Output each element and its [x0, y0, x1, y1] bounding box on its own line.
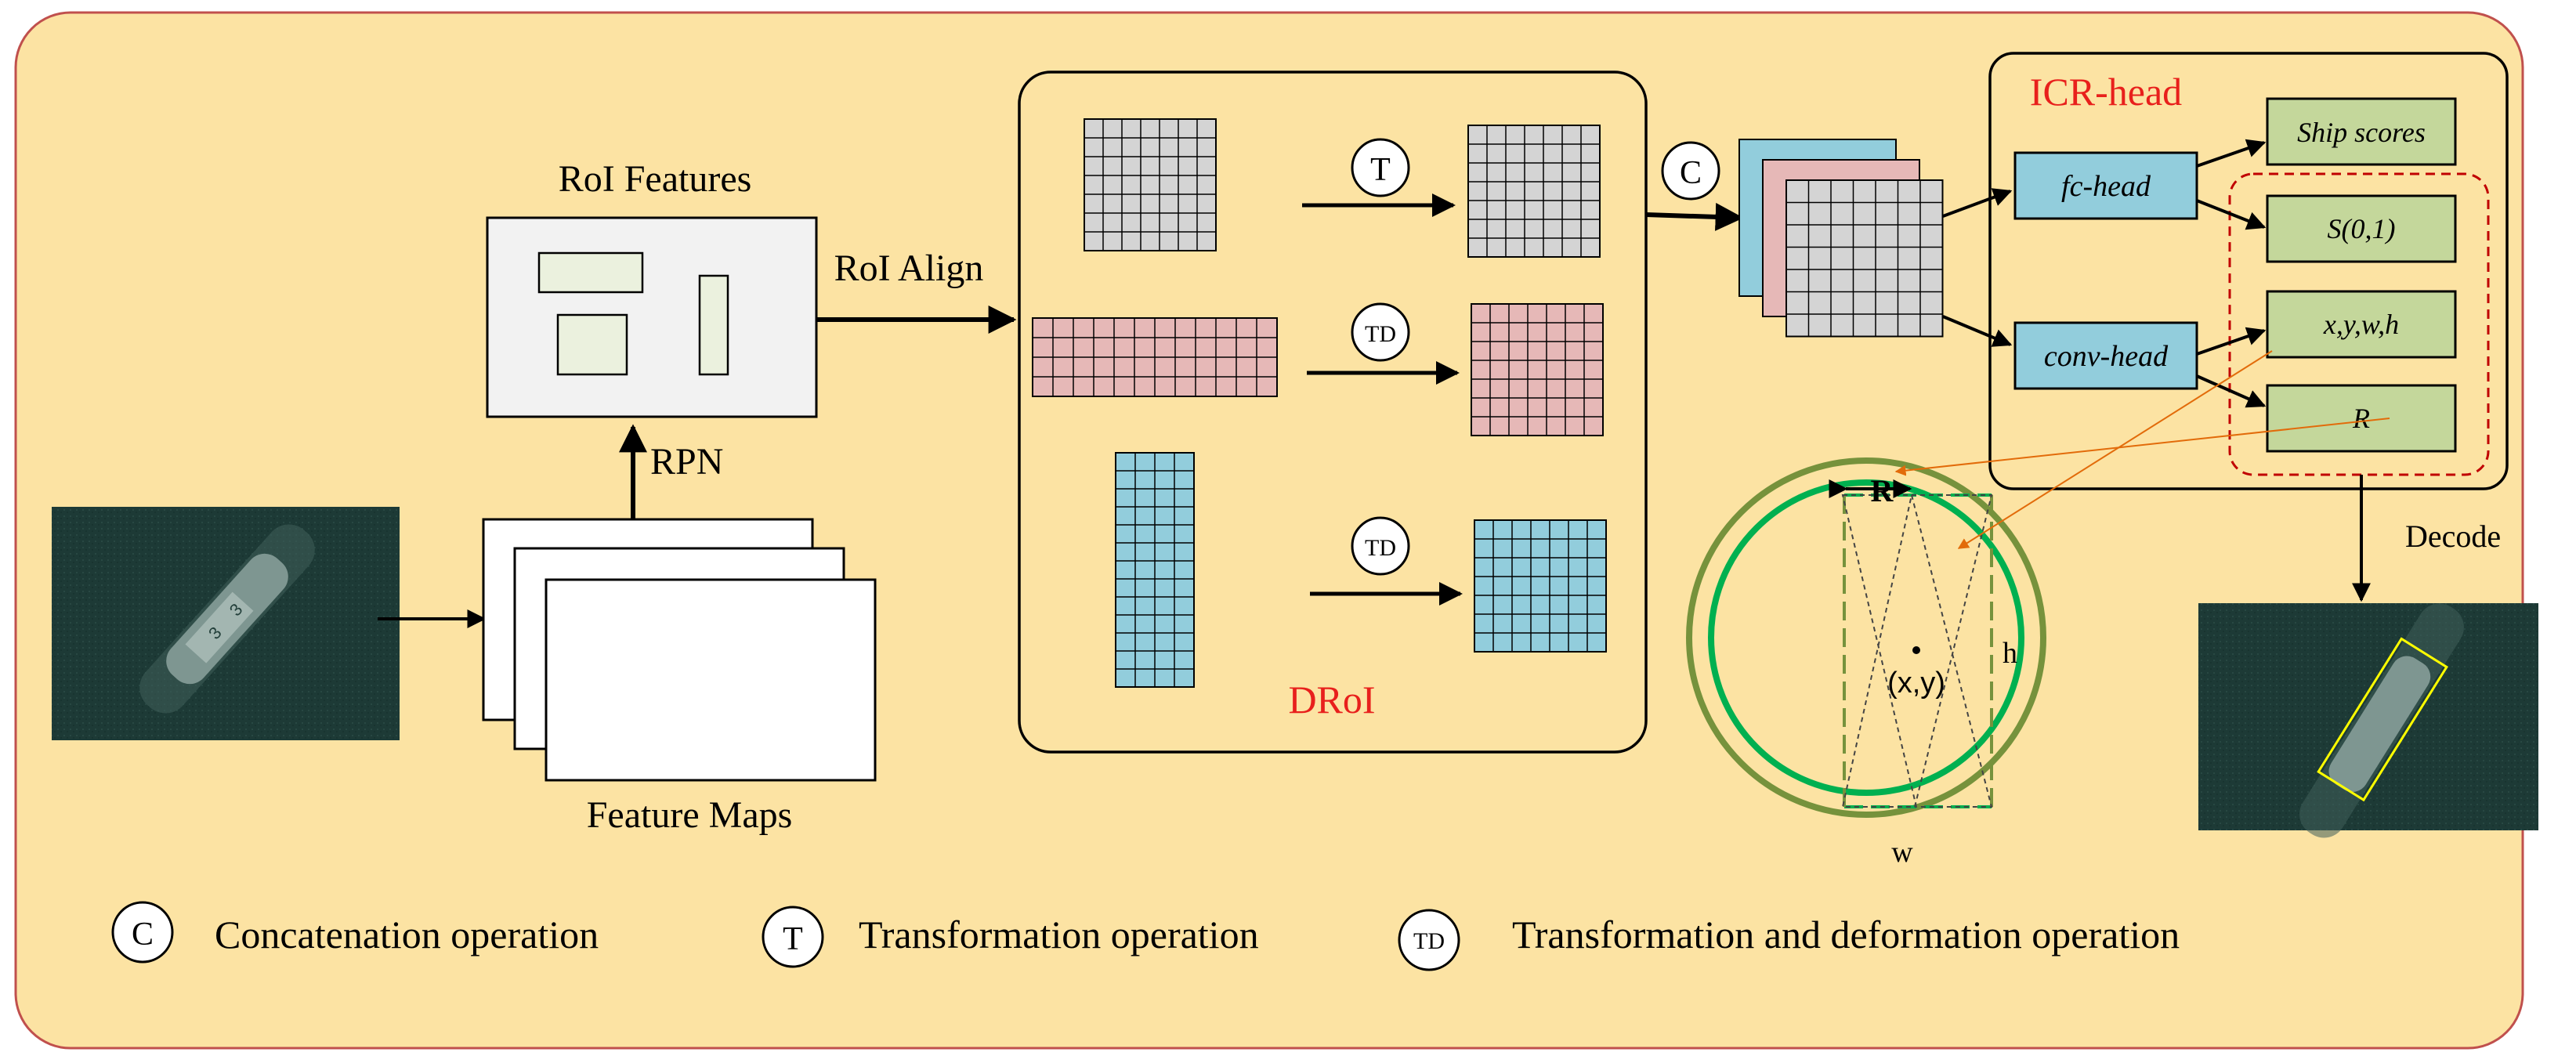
concat-stack	[1738, 139, 1944, 338]
legend: C Concatenation operation T Transformati…	[111, 901, 2180, 971]
s01-label: S(0,1)	[2328, 213, 2396, 244]
op-t-label: T	[1370, 152, 1391, 188]
op-td-label: TD	[1365, 321, 1396, 347]
fc-head-label: fc-head	[2061, 170, 2151, 203]
outer-circle	[1686, 457, 2046, 818]
grid-gray-input	[1084, 118, 1217, 251]
arrow-to-fc-head	[1942, 188, 2013, 218]
grid-blue-output	[1474, 519, 1607, 653]
legend-item-transform-deform: TD Transformation and deformation operat…	[1398, 909, 2180, 971]
concat-front-grid	[1785, 179, 1944, 338]
icr-head-label: ICR-head	[2030, 70, 2182, 114]
input-ship-image: 3 3	[52, 507, 400, 740]
geom-w-label: w	[1891, 836, 1913, 869]
link-xywh-to-geometry	[1957, 350, 2273, 549]
op-c-circle: C	[1661, 141, 1720, 201]
feature-maps-label: Feature Maps	[587, 794, 793, 836]
legend-text: Concatenation operation	[215, 913, 599, 956]
xywh-label: x,y,w,h	[2323, 309, 2399, 340]
arrow-fc-to-s01	[2196, 199, 2267, 230]
geom-r-label: R	[1871, 473, 1894, 508]
op-td-circle-1: TD	[1351, 302, 1410, 362]
legend-item-concat: C Concatenation operation	[111, 901, 599, 964]
legend-item-transform: T Transformation operation	[762, 906, 1259, 968]
detected-rotated-box	[2317, 637, 2448, 802]
legend-symbol: C	[132, 917, 154, 953]
ship-scores-box: Ship scores	[2266, 97, 2457, 166]
legend-symbol: T	[783, 921, 803, 957]
droi-label: DRoI	[1288, 678, 1375, 721]
output-ship-image	[2198, 603, 2538, 838]
grid-pink-input	[1032, 317, 1278, 397]
roi-features-label: RoI Features	[559, 158, 752, 200]
legend-text: Transformation and deformation operation	[1512, 913, 2180, 956]
decode-label: Decode	[2405, 519, 2501, 554]
grid-blue-input	[1115, 452, 1195, 688]
geom-h-label: h	[2003, 637, 2017, 670]
conv-head-box: conv-head	[2013, 321, 2198, 390]
conv-head-label: conv-head	[2044, 340, 2169, 373]
ship-scores-label: Ship scores	[2297, 117, 2426, 148]
arrow-conv-to-r	[2196, 374, 2267, 408]
link-r-to-geometry	[1894, 418, 2390, 476]
op-c-label: C	[1680, 155, 1702, 191]
geom-center-label: (x,y)	[1887, 667, 1945, 700]
grid-gray-output	[1467, 125, 1601, 258]
rotated-box-geometry: R (x,y) h w	[1686, 457, 2046, 869]
roi-align-label: RoI Align	[834, 248, 984, 289]
xywh-box: x,y,w,h	[2266, 290, 2457, 359]
grid-pink-output	[1471, 303, 1604, 436]
fc-head-box: fc-head	[2013, 151, 2198, 220]
arrow-fc-to-scores	[2196, 139, 2267, 168]
roi-features-box	[486, 216, 818, 418]
arrow-droi-to-concat	[1645, 202, 1744, 231]
arrow-conv-to-xywh	[2196, 327, 2267, 356]
rpn-label: RPN	[650, 441, 723, 483]
op-td-circle-2: TD	[1351, 516, 1410, 576]
icr-head-box	[1988, 52, 2509, 490]
legend-symbol: TD	[1413, 928, 1445, 954]
r-box: R	[2266, 384, 2457, 453]
legend-text: Transformation operation	[859, 913, 1259, 956]
feature-maps-stack	[482, 518, 877, 782]
r-label: R	[2352, 403, 2370, 434]
s01-box: S(0,1)	[2266, 194, 2457, 263]
arrow-to-conv-head	[1942, 315, 2013, 347]
op-t-circle-1: T	[1351, 138, 1410, 197]
op-td-label: TD	[1365, 535, 1396, 561]
regression-outputs-group	[2228, 172, 2490, 476]
droi-grids	[1032, 118, 1607, 688]
